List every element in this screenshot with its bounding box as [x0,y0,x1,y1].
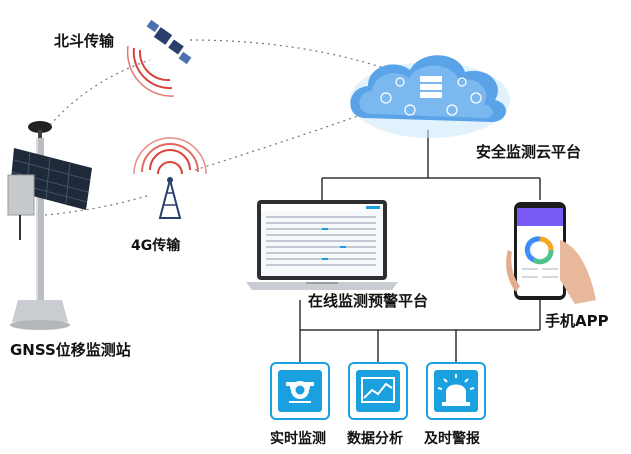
camera-icon [286,381,314,403]
label-realtime-monitor: 实时监测 [270,431,326,447]
tower-icon [133,137,207,219]
beidou-to-station-link [49,59,151,126]
connector-lines [299,130,541,362]
data-analysis-tile [348,362,408,420]
4g-to-cloud-link [194,109,376,171]
satellite-icon [126,19,192,97]
chart-icon [361,377,395,403]
label-gnss-station: GNSS位移监测站 [10,341,131,359]
alarm-tile [426,362,486,420]
alarm-icon [437,374,475,406]
cloud-graphic [350,55,510,138]
station-to-4g-link [44,194,151,216]
label-4g: 4G传输 [131,238,181,254]
laptop-graphic [246,200,398,290]
label-cloud-platform: 安全监测云平台 [476,143,582,161]
phone-graphic [506,202,596,304]
beidou-to-cloud-link [189,39,391,71]
label-data-analysis: 数据分析 [347,431,403,447]
label-beidou: 北斗传输 [54,32,115,50]
gnss-station-graphic [7,121,92,330]
label-alarm: 及时警报 [424,431,480,447]
label-online-platform: 在线监测预警平台 [308,292,429,310]
realtime-monitor-tile [270,362,330,420]
label-mobile-app: 手机APP [545,312,609,330]
